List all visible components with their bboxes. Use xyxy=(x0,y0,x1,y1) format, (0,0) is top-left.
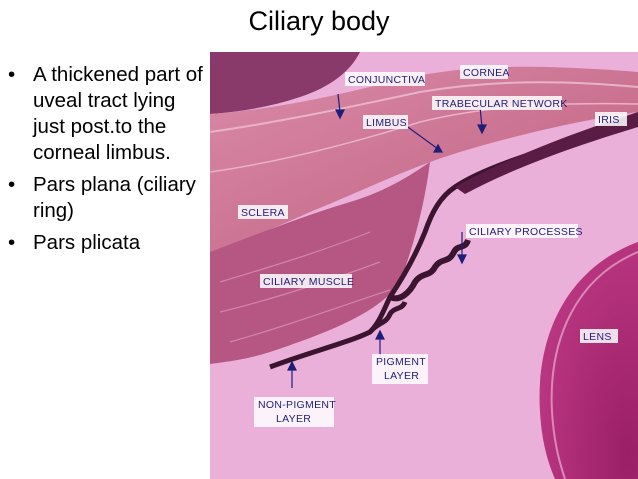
label-iris: IRIS xyxy=(598,114,620,126)
iris-tissue xyxy=(455,112,638,194)
label-trabecular-network: TRABECULAR NETWORK xyxy=(435,98,568,110)
slide-title: Ciliary body xyxy=(248,6,390,36)
bullet-item: • Pars plana (ciliary ring) xyxy=(6,172,211,224)
bullet-text: Pars plicata xyxy=(33,231,141,254)
pars-plicata-fold xyxy=(368,300,408,334)
bullet-list: • A thickened part of uveal tract lying … xyxy=(6,62,211,262)
conjunctiva-tissue xyxy=(210,52,360,114)
annotation-arrows xyxy=(287,93,487,388)
bullet-dot-icon: • xyxy=(8,173,16,196)
label-limbus: LIMBUS xyxy=(366,117,407,129)
collagen-line xyxy=(210,81,638,133)
bullet-item: • Pars plicata xyxy=(6,230,211,256)
label-cornea: CORNEA xyxy=(463,67,510,79)
bullet-text: A thickened part of uveal tract lying ju… xyxy=(33,63,203,164)
label-nonpigment-line1: NON-PIGMENT xyxy=(258,399,336,411)
bullet-dot-icon: • xyxy=(8,231,16,254)
label-conjunctiva: CONJUNCTIVA xyxy=(348,74,425,86)
label-nonpigment-line2: LAYER xyxy=(276,413,311,425)
bullet-item: • A thickened part of uveal tract lying … xyxy=(6,62,211,166)
ciliary-processes-fold xyxy=(388,238,471,302)
label-ciliary-muscle: CILIARY MUSCLE xyxy=(263,276,354,288)
label-pigment-line1: PIGMENT xyxy=(376,356,426,368)
label-ciliary-processes: CILIARY PROCESSES xyxy=(469,226,583,238)
lens-capsule-line xyxy=(550,251,638,479)
label-pigment-line2: LAYER xyxy=(384,370,419,382)
lens-tissue xyxy=(539,242,638,479)
label-sclera: SCLERA xyxy=(241,207,285,219)
figure-labels: CONJUNCTIVA CORNEA TRABECULAR NETWORK LI… xyxy=(238,65,627,427)
histology-micrograph: CONJUNCTIVA CORNEA TRABECULAR NETWORK LI… xyxy=(210,52,638,479)
ciliary-muscle-tissue xyxy=(210,162,430,364)
muscle-fiber-lines xyxy=(219,231,391,343)
bullet-text: Pars plana (ciliary ring) xyxy=(33,173,196,222)
label-lens: LENS xyxy=(583,331,612,343)
bullet-dot-icon: • xyxy=(8,63,16,86)
